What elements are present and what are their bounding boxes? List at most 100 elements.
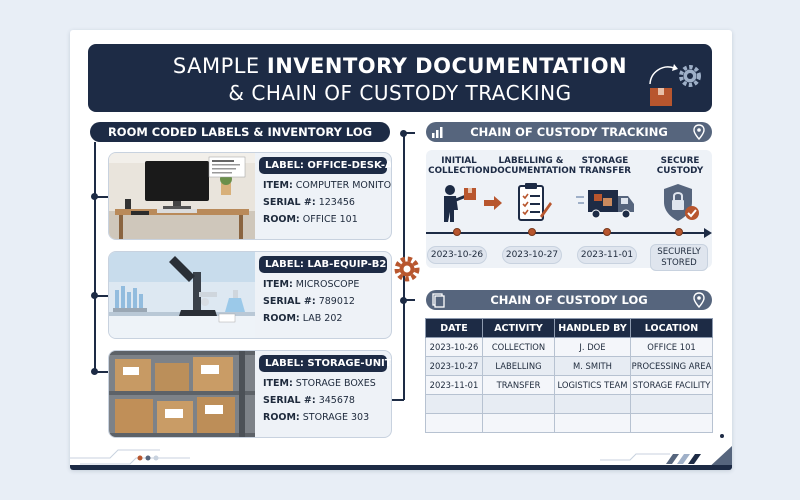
connector-line xyxy=(403,299,415,301)
connector-line xyxy=(94,196,108,198)
step-line-2: DOCUMENTATION xyxy=(490,166,577,176)
room-info: LABEL: STORAGE-UNIT-C3 ITEM: STORAGE BOX… xyxy=(259,355,391,423)
person-collecting-icon xyxy=(444,185,476,222)
item-value: MICROSCOPE xyxy=(295,279,360,290)
arrow-right-icon xyxy=(704,228,712,238)
timeline-dot xyxy=(528,228,536,236)
cell-location xyxy=(630,413,713,433)
cell-activity: COLLECTION xyxy=(482,337,555,357)
clipboard-checklist-icon xyxy=(518,183,552,221)
room-key: ROOM: xyxy=(263,313,300,324)
documents-icon xyxy=(432,293,445,308)
cell-handled-by: LOGISTICS TEAM xyxy=(554,375,631,395)
step-title-labelling: LABELLING & DOCUMENTATION xyxy=(490,156,577,176)
poster: SAMPLE INVENTORY DOCUMENTATION & CHAIN O… xyxy=(70,30,732,470)
date-pill: 2023-10-26 xyxy=(427,246,487,264)
serial-line: SERIAL #: 789012 xyxy=(263,296,387,307)
serial-value: 789012 xyxy=(318,296,355,307)
col-header-date: DATE xyxy=(425,318,483,338)
table-header-row: DATE ACTIVITY HANDLED BY LOCATION xyxy=(425,318,713,338)
room-labels-section-title: ROOM CODED LABELS & INVENTORY LOG xyxy=(90,122,390,142)
timeline-line xyxy=(426,232,710,234)
room-card-lab: LABEL: LAB-EQUIP-B2 ITEM: MICROSCOPE SER… xyxy=(108,251,392,339)
step-line-1: LABELLING & xyxy=(498,156,564,166)
connector-line xyxy=(403,132,415,134)
title-prefix: SAMPLE xyxy=(172,54,260,78)
step-line-1: SECURE xyxy=(660,156,700,166)
item-value: COMPUTER MONITOR xyxy=(295,180,392,191)
storage-boxes-photo xyxy=(109,351,255,437)
custody-log-table: DATE ACTIVITY HANDLED BY LOCATION 2023-1… xyxy=(425,318,713,433)
step-title-collection: INITIAL COLLECTION xyxy=(428,156,490,176)
delivery-truck-icon xyxy=(576,190,634,219)
lab-microscope-photo xyxy=(109,252,255,338)
serial-key: SERIAL #: xyxy=(263,296,316,307)
step-line-2: COLLECTION xyxy=(428,166,490,176)
shield-lock-icon xyxy=(664,184,699,221)
chart-icon xyxy=(432,127,443,138)
cell-activity: LABELLING xyxy=(482,356,555,376)
cell-location: OFFICE 101 xyxy=(630,337,713,357)
cell-handled-by: J. DOE xyxy=(554,337,631,357)
serial-value: 123456 xyxy=(318,197,355,208)
item-value: STORAGE BOXES xyxy=(295,378,376,389)
title-bold: INVENTORY DOCUMENTATION xyxy=(266,54,628,78)
step-title-transfer: STORAGE TRANSFER xyxy=(574,156,636,176)
cell-handled-by xyxy=(554,394,631,414)
office-desk-photo xyxy=(109,153,255,239)
custody-tracking-title-text: CHAIN OF CUSTODY TRACKING xyxy=(470,125,668,139)
header-banner: SAMPLE INVENTORY DOCUMENTATION & CHAIN O… xyxy=(88,44,712,112)
room-key: ROOM: xyxy=(263,214,300,225)
room-label-badge: LABEL: LAB-EQUIP-B2 xyxy=(259,256,387,273)
room-line: ROOM: LAB 202 xyxy=(263,313,387,324)
step-line-2: TRANSFER xyxy=(578,166,632,176)
title-line-1: SAMPLE INVENTORY DOCUMENTATION xyxy=(88,54,712,78)
room-label-badge: LABEL: STORAGE-UNIT-C3 xyxy=(259,355,391,372)
footer-bar xyxy=(70,465,732,470)
timeline-dot xyxy=(675,228,683,236)
cell-date: 2023-10-27 xyxy=(425,356,483,376)
date-pill: 2023-10-27 xyxy=(502,246,562,264)
room-label-badge: LABEL: OFFICE-DESK-A1 xyxy=(259,157,391,174)
cell-date: 2023-11-01 xyxy=(425,375,483,395)
connector-line xyxy=(94,295,108,297)
serial-key: SERIAL #: xyxy=(263,197,316,208)
room-line: ROOM: STORAGE 303 xyxy=(263,412,387,423)
timeline-dot xyxy=(453,228,461,236)
step-line-2: CUSTODY xyxy=(656,166,704,176)
table-row: 2023-10-26 COLLECTION J. DOE OFFICE 101 xyxy=(425,337,713,357)
cell-activity xyxy=(482,394,555,414)
footer-decoration xyxy=(70,434,732,470)
col-header-location: LOCATION xyxy=(630,318,713,338)
title-line-2: & CHAIN OF CUSTODY TRACKING xyxy=(228,81,572,105)
col-header-activity: ACTIVITY xyxy=(482,318,555,338)
room-line: ROOM: OFFICE 101 xyxy=(263,214,387,225)
step-line-1: INITIAL xyxy=(441,156,477,166)
cell-activity: TRANSFER xyxy=(482,375,555,395)
room-value: LAB 202 xyxy=(302,313,343,324)
item-key: ITEM: xyxy=(263,378,293,389)
cell-location: STORAGE FACILITY xyxy=(630,375,713,395)
location-pin-icon xyxy=(693,292,705,308)
cell-handled-by: M. SMITH xyxy=(554,356,631,376)
arrow-right-icon xyxy=(484,196,502,210)
table-row xyxy=(425,394,713,414)
custody-log-section-title: CHAIN OF CUSTODY LOG xyxy=(426,290,712,310)
item-line: ITEM: MICROSCOPE xyxy=(263,279,387,290)
box-gear-icon xyxy=(649,64,701,106)
cell-location: PROCESSING AREA xyxy=(630,356,713,376)
stored-line-1: SECURELY xyxy=(657,247,701,257)
room-value: STORAGE 303 xyxy=(302,412,370,423)
connector-line xyxy=(392,399,404,401)
col-header-handled-by: HANDLED BY xyxy=(554,318,631,338)
custody-log-title-text: CHAIN OF CUSTODY LOG xyxy=(490,293,648,307)
location-pin-icon xyxy=(693,124,705,140)
left-connector-line xyxy=(94,142,96,372)
room-value: OFFICE 101 xyxy=(302,214,358,225)
cell-handled-by xyxy=(554,413,631,433)
serial-line: SERIAL #: 123456 xyxy=(263,197,387,208)
table-row xyxy=(425,413,713,433)
cell-location xyxy=(630,394,713,414)
room-card-storage: LABEL: STORAGE-UNIT-C3 ITEM: STORAGE BOX… xyxy=(108,350,392,438)
custody-tracking-section-title: CHAIN OF CUSTODY TRACKING xyxy=(426,122,712,142)
